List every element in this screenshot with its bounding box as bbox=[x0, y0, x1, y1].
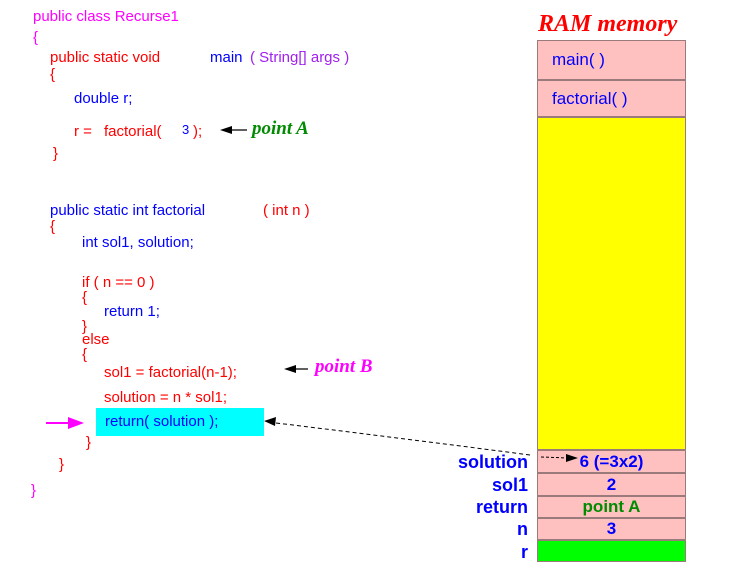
main-name: main bbox=[210, 49, 243, 66]
current-line-highlight bbox=[96, 408, 264, 436]
stack-frame-factorial: factorial( ) bbox=[537, 80, 686, 117]
class-open-brace: { bbox=[33, 29, 39, 46]
main-close-brace: } bbox=[53, 145, 59, 162]
else-open-brace: { bbox=[82, 346, 88, 363]
point-a-arrow bbox=[220, 126, 247, 134]
assign-close: ); bbox=[193, 123, 203, 140]
label-r: r bbox=[520, 542, 528, 562]
value-n: 3 bbox=[606, 519, 617, 538]
else-keyword: else bbox=[82, 331, 110, 348]
memory-cell-solution: 6 (=3x2) bbox=[537, 450, 686, 473]
memory-cell-return: point A bbox=[537, 496, 686, 518]
free-memory-region bbox=[537, 117, 686, 450]
factorial-params: ( int n ) bbox=[263, 202, 310, 219]
main-open-brace: { bbox=[50, 66, 56, 83]
stack-frame-main: main( ) bbox=[537, 40, 686, 80]
class-close-brace: } bbox=[31, 482, 37, 499]
main-params: ( String[] args ) bbox=[250, 49, 350, 66]
solution-value-arrow bbox=[540, 454, 578, 462]
assign-lhs: r = bbox=[74, 123, 92, 140]
point-b-label: point B bbox=[315, 356, 373, 377]
frame-label-main: main( ) bbox=[552, 50, 605, 69]
point-a-label: point A bbox=[252, 118, 309, 139]
else-close-brace: } bbox=[86, 434, 92, 451]
return-solution: return( solution ); bbox=[105, 413, 219, 430]
declare-r: double r; bbox=[74, 90, 133, 107]
value-return: point A bbox=[582, 497, 641, 516]
frame-label-factorial: factorial( ) bbox=[552, 88, 628, 108]
multiply-statement: solution = n * sol1; bbox=[104, 389, 227, 406]
value-solution: 6 (=3x2) bbox=[579, 451, 644, 471]
point-b-arrow bbox=[284, 365, 308, 373]
label-return: return bbox=[475, 497, 528, 517]
assign-call: factorial( bbox=[104, 123, 162, 140]
class-declaration: public class Recurse1 bbox=[33, 8, 179, 25]
solution-link-arrow bbox=[264, 417, 531, 456]
if-open-brace: { bbox=[82, 289, 88, 306]
label-sol1: sol1 bbox=[491, 475, 528, 495]
memory-cell-r bbox=[537, 540, 686, 562]
if-close-brace: } bbox=[82, 318, 88, 335]
label-n: n bbox=[517, 519, 528, 539]
assign-argument: 3 bbox=[182, 122, 190, 137]
ram-title: RAM memory bbox=[538, 11, 678, 37]
main-keywords: public static void bbox=[50, 49, 161, 66]
if-condition: if ( n == 0 ) bbox=[82, 274, 155, 291]
factorial-open-brace: { bbox=[50, 218, 56, 235]
factorial-close-brace: } bbox=[59, 456, 65, 473]
memory-cell-sol1: 2 bbox=[537, 473, 686, 496]
declare-locals: int sol1, solution; bbox=[82, 234, 194, 251]
return-one: return 1; bbox=[104, 303, 160, 320]
recursive-call: sol1 = factorial(n-1); bbox=[104, 364, 237, 381]
factorial-signature: public static int factorial bbox=[50, 202, 206, 219]
label-solution: solution bbox=[458, 452, 528, 472]
value-sol1: 2 bbox=[606, 474, 617, 494]
current-line-pointer-arrow bbox=[46, 417, 84, 429]
memory-cell-n: 3 bbox=[537, 518, 686, 540]
